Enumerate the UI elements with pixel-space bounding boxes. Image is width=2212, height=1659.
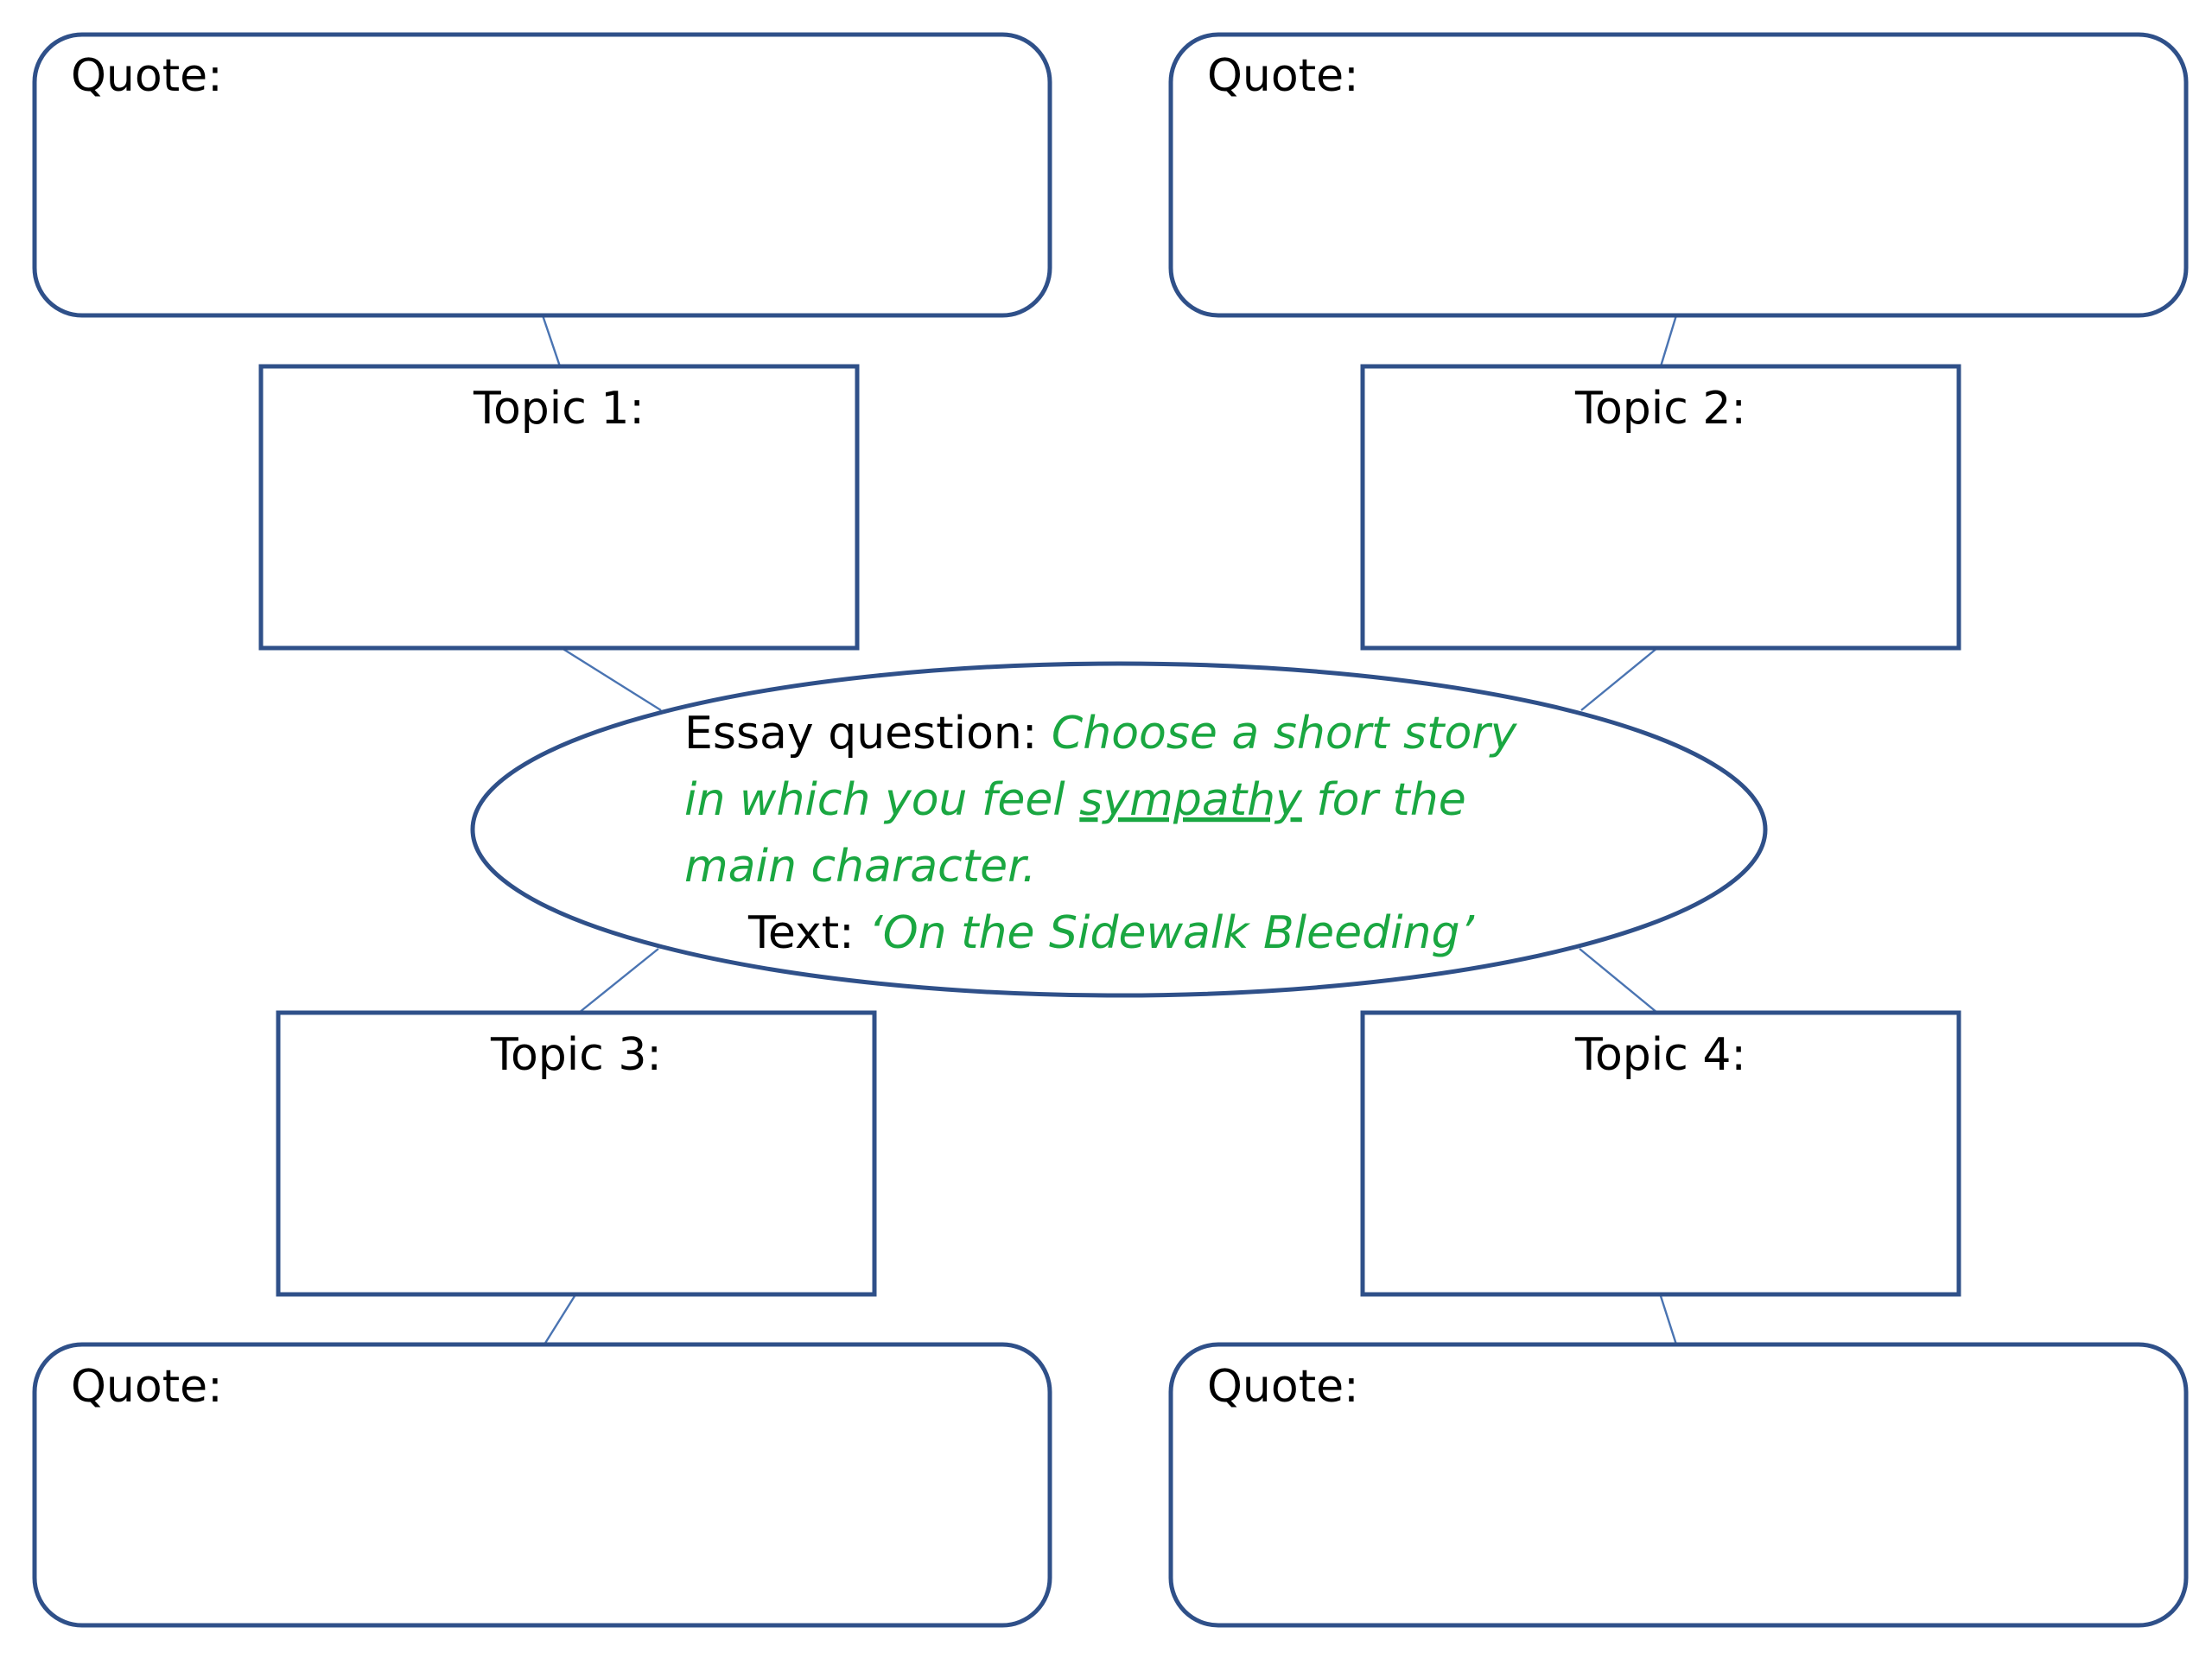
essay-question-ellipse: Essay question: Choose a short story in …: [470, 661, 1768, 998]
topic-box-3[interactable]: Topic 3:: [276, 1010, 877, 1297]
text-prefix: Text:: [747, 907, 868, 959]
topic-label: Topic 4:: [1574, 1029, 1746, 1081]
quote-label: Quote:: [1207, 1361, 1359, 1413]
topic-label: Topic 1:: [473, 383, 645, 435]
connector-topic1-center: [561, 646, 662, 712]
topic-label: Topic 2:: [1574, 383, 1746, 435]
connector-topic4-center: [1579, 948, 1658, 1014]
quote-label: Quote:: [71, 1361, 223, 1413]
essay-line-1: Essay question: Choose a short story: [684, 708, 1518, 760]
connector-quote2-topic2: [1659, 315, 1678, 367]
connector-topic4-quote4: [1659, 1295, 1678, 1345]
essay-question-part-2b: for the: [1302, 774, 1466, 826]
connector-topic3-quote3: [543, 1295, 576, 1345]
text-line: Text: ‘On the Sidewalk Bleeding’: [747, 907, 1474, 959]
quote-label: Quote:: [71, 50, 223, 102]
essay-line-2: in which you feel sympathy for the: [684, 774, 1466, 826]
quote-box-4[interactable]: Quote:: [1168, 1342, 2189, 1628]
essay-question-underlined: sympathy: [1079, 774, 1303, 826]
topic-box-1[interactable]: Topic 1:: [258, 364, 860, 651]
essay-prefix: Essay question:: [684, 708, 1052, 760]
connectors: [541, 315, 1678, 1345]
essay-line-3: main character.: [684, 841, 1036, 893]
essay-question-part-2a: in which you feel: [684, 774, 1079, 826]
topic-box-2[interactable]: Topic 2:: [1360, 364, 1961, 651]
essay-question-part-1: Choose a short story: [1052, 708, 1518, 760]
quote-box-2[interactable]: Quote:: [1168, 32, 2189, 318]
essay-question-part-3: main character.: [684, 841, 1036, 893]
topic-label: Topic 3:: [490, 1029, 662, 1081]
connector-quote1-topic1: [541, 315, 562, 367]
quote-box-3[interactable]: Quote:: [32, 1342, 1052, 1628]
text-title: ‘On the Sidewalk Bleeding’: [868, 907, 1474, 959]
connector-topic3-center: [578, 948, 659, 1014]
connector-topic2-center: [1580, 647, 1658, 711]
quote-box-1[interactable]: Quote:: [32, 32, 1052, 318]
topic-box-4[interactable]: Topic 4:: [1360, 1010, 1961, 1297]
quote-label: Quote:: [1207, 50, 1359, 102]
